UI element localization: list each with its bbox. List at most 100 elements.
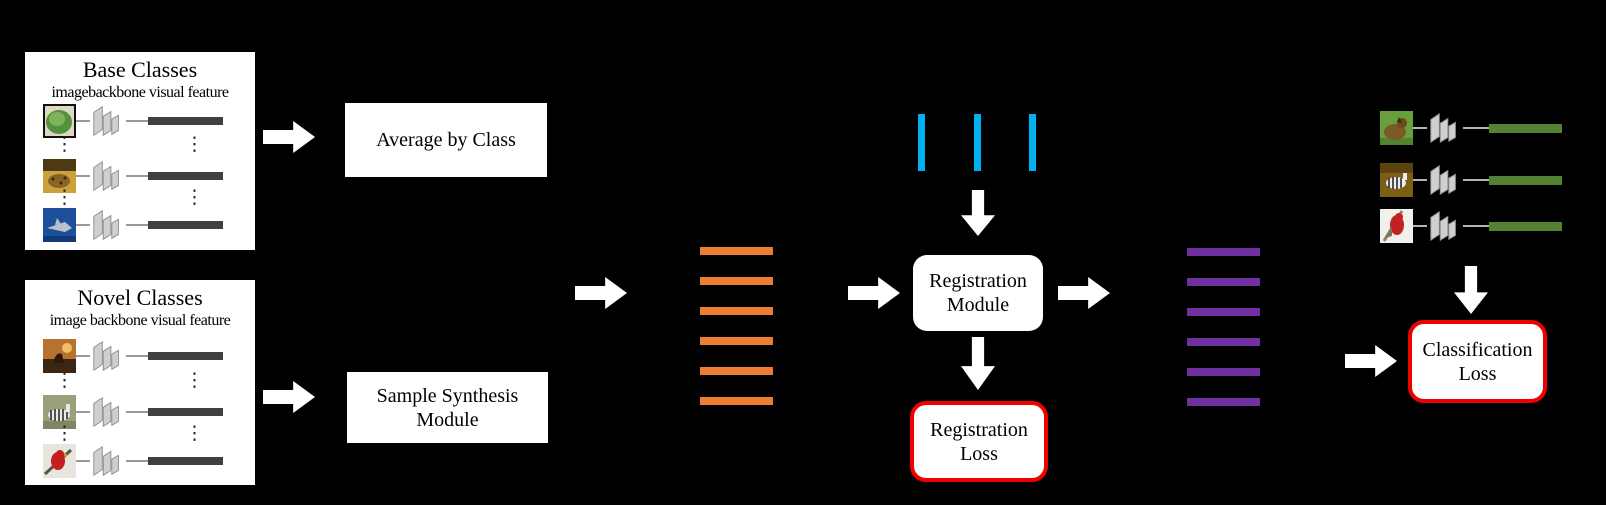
arrow-to-synth-features-icon xyxy=(575,277,627,309)
base-classes-column-headers: imagebackbone visual feature xyxy=(51,84,229,101)
arrow-to-registration-icon xyxy=(848,277,900,309)
dog-grass-image xyxy=(1380,111,1413,145)
novel-classes-panel: Novel Classes image backbone visual feat… xyxy=(25,280,255,485)
zebra-grass-image xyxy=(43,395,76,429)
connector-line xyxy=(126,460,148,462)
feature-vector-bar xyxy=(1187,308,1260,316)
connector-line xyxy=(1463,127,1489,129)
classification-loss-line2: Loss xyxy=(1458,362,1497,385)
visual-feature-bar xyxy=(148,408,223,416)
registration-module-line1: Registration xyxy=(929,270,1027,292)
vertical-ellipsis: ⋮ xyxy=(185,369,204,391)
connector-line xyxy=(76,120,90,122)
leopard-image xyxy=(43,159,76,193)
feature-vector-bar xyxy=(700,307,773,315)
registration-loss-line2: Loss xyxy=(960,442,998,465)
sample-synthesis-line2: Module xyxy=(416,408,479,431)
visual-feature-bar xyxy=(148,457,223,465)
classification-loss-box: Classification Loss xyxy=(1408,320,1547,403)
average-by-class-label: Average by Class xyxy=(376,129,516,151)
backbone-icon xyxy=(90,394,126,430)
connector-line xyxy=(76,355,90,357)
sample-synthesis-line1: Sample Synthesis xyxy=(376,384,519,407)
connector-line xyxy=(126,224,148,226)
lettuce-image xyxy=(43,104,76,138)
backbone-icon xyxy=(90,207,126,243)
connector-line xyxy=(76,224,90,226)
arrow-to-registered-icon xyxy=(1058,277,1110,309)
feature-vector-bar xyxy=(1187,398,1260,406)
feature-vector-bar xyxy=(700,337,773,345)
connector-line xyxy=(1413,127,1427,129)
feature-vector-bar xyxy=(700,397,773,405)
backbone-icon xyxy=(90,103,126,139)
prototype-bar xyxy=(918,114,925,171)
feature-vector-bar xyxy=(1187,278,1260,286)
registration-loss-box: Registration Loss xyxy=(910,401,1048,482)
visual-feature-bar xyxy=(148,172,223,180)
connector-line xyxy=(76,460,90,462)
arrow-base-to-average-icon xyxy=(263,121,315,153)
feature-row xyxy=(1380,162,1562,198)
average-by-class-box: Average by Class xyxy=(345,103,547,177)
feature-row xyxy=(43,158,223,194)
vertical-ellipsis: ⋮ xyxy=(55,186,74,208)
arrow-query-to-classloss-icon xyxy=(1454,266,1488,314)
feature-vector-bar xyxy=(700,277,773,285)
connector-line xyxy=(76,175,90,177)
novel-classes-title: Novel Classes xyxy=(77,285,203,310)
vertical-ellipsis: ⋮ xyxy=(55,133,74,155)
visual-feature-bar xyxy=(148,221,223,229)
registration-module-line2: Module xyxy=(946,294,1010,316)
backbone-icon xyxy=(1427,162,1463,198)
shark-image xyxy=(43,208,76,242)
visual-feature-bar xyxy=(1489,175,1562,185)
feature-row xyxy=(43,443,223,479)
prototype-bar xyxy=(1029,114,1036,171)
feature-vector-bar xyxy=(1187,368,1260,376)
feature-row xyxy=(43,207,223,243)
backbone-icon xyxy=(1427,208,1463,244)
backbone-icon xyxy=(90,158,126,194)
registration-loss-line1: Registration xyxy=(930,418,1028,441)
feature-vector-bar xyxy=(700,247,773,255)
arrow-to-classification-icon xyxy=(1345,345,1397,377)
arrow-novel-to-sample-icon xyxy=(263,381,315,413)
arrow-blue-to-registration-icon xyxy=(961,190,995,236)
backbone-icon xyxy=(90,338,126,374)
connector-line xyxy=(1413,179,1427,181)
cardinal-light-image xyxy=(1380,209,1413,243)
visual-feature-bar xyxy=(148,352,223,360)
connector-line xyxy=(1463,179,1489,181)
vertical-ellipsis: ⋮ xyxy=(55,369,74,391)
connector-line xyxy=(126,355,148,357)
connector-line xyxy=(126,175,148,177)
feature-row xyxy=(43,394,223,430)
feature-row xyxy=(43,338,223,374)
visual-feature-bar xyxy=(1489,221,1562,231)
feature-vector-bar xyxy=(700,367,773,375)
connector-line xyxy=(76,411,90,413)
vertical-ellipsis: ⋮ xyxy=(185,133,204,155)
zebra-brown-image xyxy=(1380,163,1413,197)
connector-line xyxy=(1463,225,1489,227)
connector-line xyxy=(126,120,148,122)
sample-synthesis-module-box: Sample Synthesis Module xyxy=(347,372,548,443)
feature-row xyxy=(1380,208,1562,244)
feature-row xyxy=(43,103,223,139)
vertical-ellipsis: ⋮ xyxy=(185,186,204,208)
base-classes-title: Base Classes xyxy=(82,57,198,82)
feature-vector-bar xyxy=(1187,248,1260,256)
connector-line xyxy=(1413,225,1427,227)
arrow-registration-to-loss-icon xyxy=(961,337,995,390)
vertical-ellipsis: ⋮ xyxy=(55,422,74,444)
dog-sunset-image xyxy=(43,339,76,373)
backbone-icon xyxy=(1427,110,1463,146)
novel-classes-column-headers: image backbone visual feature xyxy=(49,312,231,329)
feature-vector-bar xyxy=(1187,338,1260,346)
visual-feature-bar xyxy=(1489,123,1562,133)
vertical-ellipsis: ⋮ xyxy=(185,422,204,444)
prototype-bar xyxy=(973,114,981,171)
connector-line xyxy=(126,411,148,413)
